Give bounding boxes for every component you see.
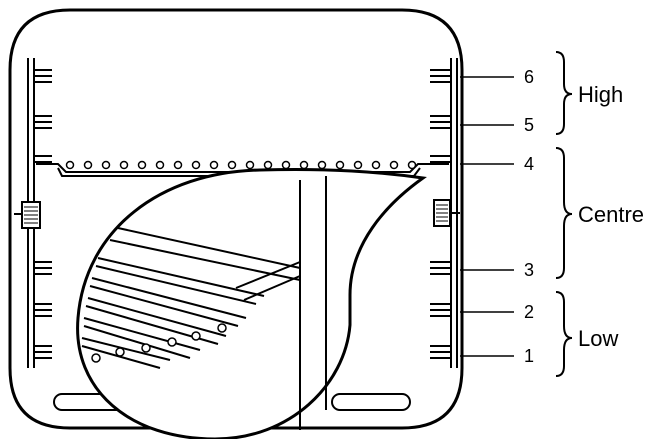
shelf-number-4: 4	[524, 154, 534, 174]
shelf-number-3: 3	[524, 260, 534, 280]
shelf-number-2: 2	[524, 302, 534, 322]
leader-lines	[460, 76, 514, 357]
high-brace	[555, 51, 573, 135]
magnified-detail	[76, 167, 427, 439]
zone-label-centre: Centre	[578, 202, 644, 227]
shelf-number-5: 5	[524, 115, 534, 135]
shelf-number-1: 1	[524, 346, 534, 366]
left-shelf-rail	[14, 58, 52, 368]
shelf-wires	[81, 257, 265, 369]
low-brace	[555, 291, 573, 377]
centre-brace	[555, 147, 573, 279]
zone-label-high: High	[578, 82, 623, 107]
shelf-number-6: 6	[524, 67, 534, 87]
bottom-right-slot	[331, 393, 411, 411]
right-shelf-rail	[430, 58, 460, 368]
oven-cavity-outline	[8, 8, 464, 430]
zone-label-low: Low	[578, 326, 618, 351]
